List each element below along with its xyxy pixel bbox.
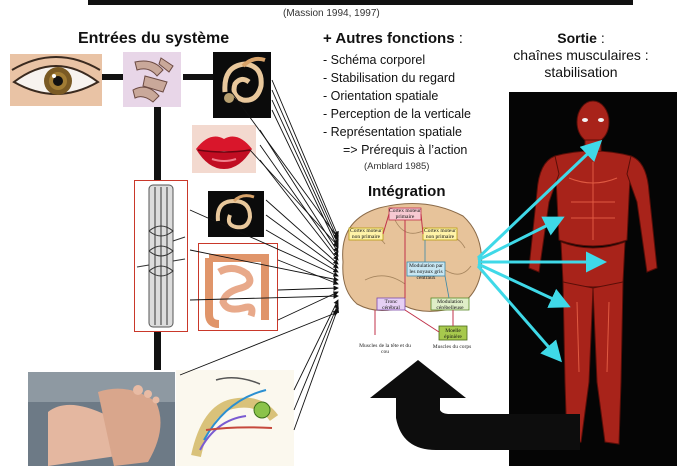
feedback-arrow (356, 358, 580, 454)
